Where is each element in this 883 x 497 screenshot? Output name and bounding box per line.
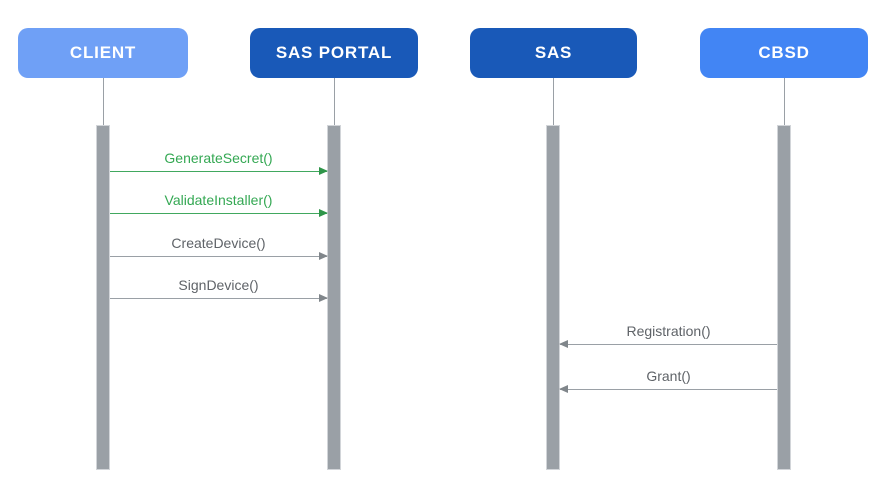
message-generate-secret: GenerateSecret(): [110, 150, 328, 176]
arrow-right-icon: [110, 294, 328, 302]
message-validate-installer-label: ValidateInstaller(): [164, 192, 273, 208]
activation-bar-sas-portal: [327, 125, 341, 470]
arrowhead-right-icon: [319, 209, 328, 217]
message-validate-installer: ValidateInstaller(): [110, 192, 328, 218]
message-generate-secret-label: GenerateSecret(): [164, 150, 273, 166]
arrow-left-icon: [559, 340, 777, 348]
arrowhead-left-icon: [559, 385, 568, 393]
activation-bar-cbsd: [777, 125, 791, 470]
actor-cbsd-label: CBSD: [758, 43, 810, 62]
message-create-device-label: CreateDevice(): [171, 235, 266, 251]
activation-bar-client: [96, 125, 110, 470]
actor-cbsd: CBSD: [700, 28, 868, 78]
actor-sas-label: SAS: [534, 43, 573, 62]
arrowhead-right-icon: [319, 294, 328, 302]
message-registration-label: Registration(): [626, 323, 711, 339]
arrow-left-icon: [559, 385, 777, 393]
message-grant: Grant(): [559, 368, 777, 394]
actor-sas-portal-label: SAS PORTAL: [275, 43, 393, 62]
message-sign-device: SignDevice(): [110, 277, 328, 303]
lifeline-cbsd: [783, 78, 785, 125]
actor-client: CLIENT: [18, 28, 188, 78]
actor-sas-portal: SAS PORTAL: [250, 28, 418, 78]
message-registration: Registration(): [559, 323, 777, 349]
arrowhead-left-icon: [559, 340, 568, 348]
message-grant-label: Grant(): [646, 368, 691, 384]
arrowhead-right-icon: [319, 252, 328, 260]
arrowhead-right-icon: [319, 167, 328, 175]
lifeline-sas-portal: [333, 78, 335, 125]
lifeline-client: [102, 78, 104, 125]
arrow-right-icon: [110, 167, 328, 175]
lifeline-sas: [552, 78, 554, 125]
activation-bar-sas: [546, 125, 560, 470]
actor-client-label: CLIENT: [69, 43, 137, 62]
actor-sas: SAS: [470, 28, 637, 78]
arrow-right-icon: [110, 252, 328, 260]
arrow-right-icon: [110, 209, 328, 217]
message-sign-device-label: SignDevice(): [178, 277, 259, 293]
message-create-device: CreateDevice(): [110, 235, 328, 261]
